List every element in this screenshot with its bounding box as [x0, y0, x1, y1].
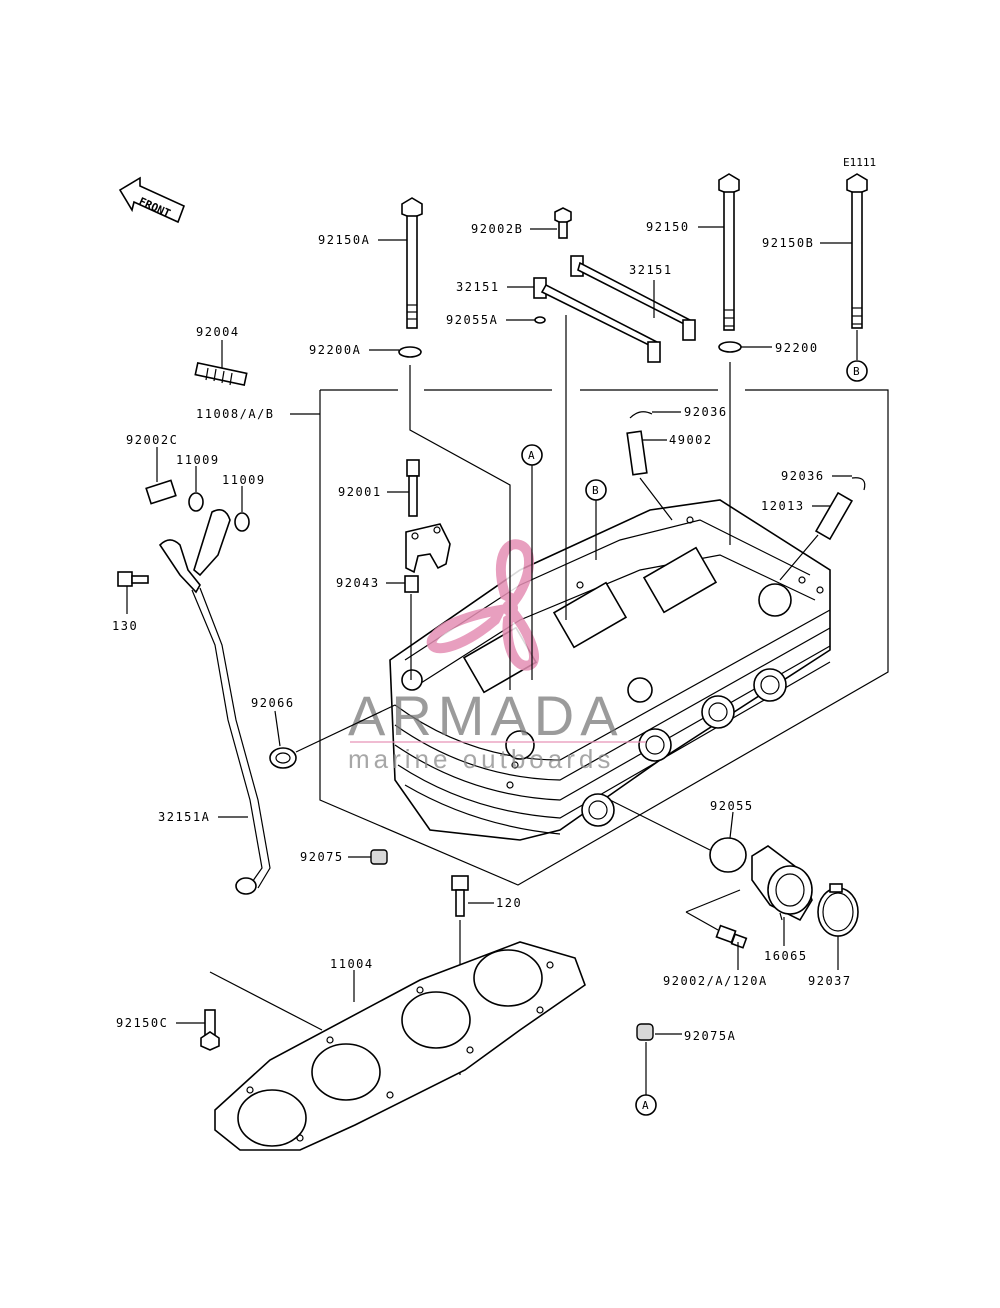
bolt-92002B — [554, 207, 572, 239]
label-49002: 49002 — [669, 433, 713, 447]
label-92036-upper: 92036 — [684, 405, 728, 419]
label-92066: 92066 — [251, 696, 295, 710]
label-92002-A-120A: 92002/A/120A — [663, 974, 768, 988]
diagram-code: E1111 — [843, 156, 876, 169]
bolt-92150 — [718, 173, 740, 331]
label-92036-right: 92036 — [781, 469, 825, 483]
label-92002C: 92002C — [126, 433, 178, 447]
bolt-92002A — [715, 924, 748, 949]
label-32151-left: 32151 — [456, 280, 500, 294]
leader-lines — [126, 226, 852, 1035]
svg-text:B: B — [853, 365, 860, 378]
label-92037: 92037 — [808, 974, 852, 988]
o-ring-92055 — [709, 837, 747, 873]
cylinder-head-frame — [319, 389, 889, 886]
label-92043: 92043 — [336, 576, 380, 590]
label-32151-right: 32151 — [629, 263, 673, 277]
head-gasket-11004 — [214, 941, 586, 1151]
label-11004: 11004 — [330, 957, 374, 971]
svg-text:A: A — [642, 1099, 649, 1112]
label-92150B: 92150B — [762, 236, 814, 250]
camshaft-cap — [405, 523, 451, 574]
label-16065: 16065 — [764, 949, 808, 963]
cylinder-head — [389, 499, 831, 841]
label-11009-right: 11009 — [222, 473, 266, 487]
label-92150C: 92150C — [116, 1016, 168, 1030]
label-11009-left: 11009 — [176, 453, 220, 467]
label-92200A: 92200A — [309, 343, 361, 357]
front-arrow-icon: FRONT — [118, 176, 186, 224]
bolt-92001 — [406, 459, 420, 517]
label-92075A: 92075A — [684, 1029, 736, 1043]
bolt-92150A — [401, 197, 423, 329]
o-ring-92055A — [534, 316, 546, 324]
bolt-92150B — [846, 173, 868, 329]
watermark-brand: ARMADA — [348, 684, 624, 747]
ref-circle-A-top: A — [521, 444, 543, 680]
intake-ports — [581, 668, 787, 827]
circlip-92036-right — [851, 477, 866, 491]
oil-pipe-32151 — [533, 255, 696, 363]
clamp-92037 — [817, 883, 859, 937]
label-92200: 92200 — [775, 341, 819, 355]
ref-circle-A-bottom: A — [635, 1094, 657, 1116]
label-92001: 92001 — [338, 485, 382, 499]
watermark: ARMADA marine outboards — [348, 539, 646, 774]
label-11008: 11008/A/B — [196, 407, 275, 421]
bolt-92150C — [200, 1009, 220, 1051]
dowel-92043 — [404, 575, 419, 593]
oil-hose-assembly — [145, 479, 271, 895]
label-32151A: 32151A — [158, 810, 210, 824]
label-92055: 92055 — [710, 799, 754, 813]
cap-92075A — [636, 1023, 654, 1041]
valve-guide-12013 — [779, 491, 854, 581]
plug-92066 — [269, 704, 396, 769]
watermark-tagline: marine outboards — [348, 744, 614, 774]
label-130: 130 — [112, 619, 138, 633]
washer-92200 — [718, 341, 742, 353]
label-92150: 92150 — [646, 220, 690, 234]
ref-circle-B-mid: B — [585, 479, 607, 560]
washer-92200A — [398, 346, 422, 358]
bolt-120 — [451, 875, 469, 917]
label-92002B: 92002B — [471, 222, 523, 236]
intake-holder-16065 — [751, 845, 813, 922]
banjo-bolt-130 — [117, 571, 149, 587]
label-92150A: 92150A — [318, 233, 370, 247]
svg-text:B: B — [592, 484, 599, 497]
circlip-92036-left — [629, 411, 653, 419]
armada-propeller-logo-icon — [426, 539, 539, 671]
label-92075: 92075 — [300, 850, 344, 864]
cap-92075 — [370, 849, 388, 865]
label-120: 120 — [496, 896, 522, 910]
stud-92004 — [194, 361, 248, 387]
label-92004: 92004 — [196, 325, 240, 339]
valve-guide-49002 — [626, 430, 673, 521]
ref-circle-B-right: B — [846, 360, 868, 382]
svg-text:A: A — [528, 449, 535, 462]
label-92055A: 92055A — [446, 313, 498, 327]
label-12013: 12013 — [761, 499, 805, 513]
cooling-fins — [394, 609, 831, 835]
